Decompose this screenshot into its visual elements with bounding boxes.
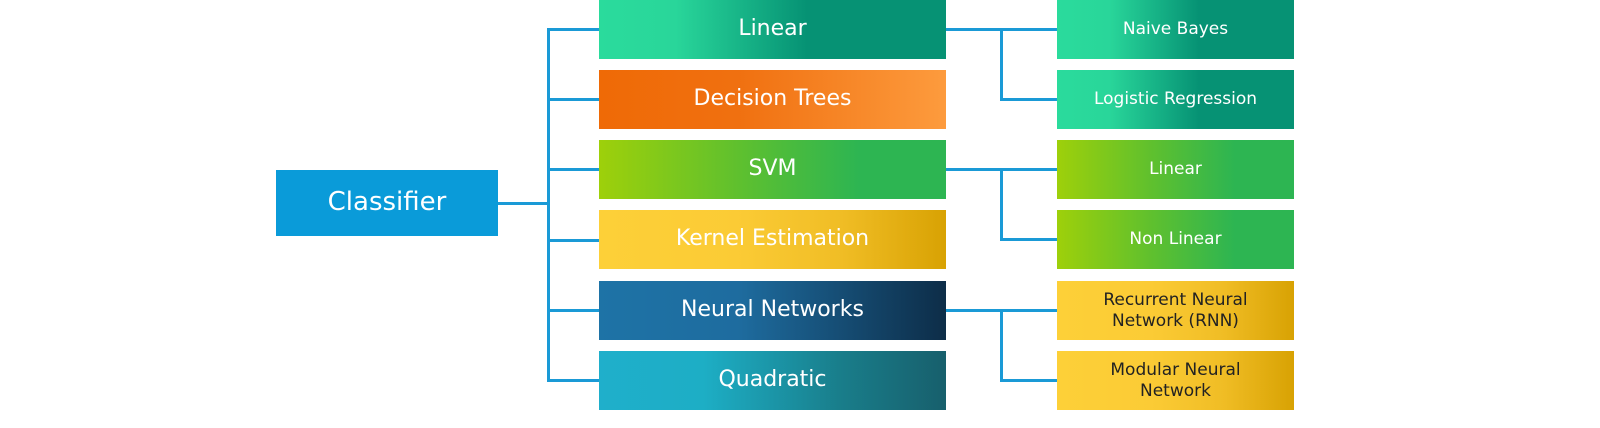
node-svm: SVM bbox=[599, 140, 946, 199]
node-decision-trees: Decision Trees bbox=[599, 70, 946, 129]
node-label: SVM bbox=[748, 156, 797, 182]
connector bbox=[498, 202, 549, 205]
node-label: Linear bbox=[738, 16, 807, 42]
connector bbox=[547, 309, 599, 312]
connector bbox=[1000, 309, 1003, 382]
connector bbox=[547, 28, 599, 31]
node-label: Recurrent Neural Network (RNN) bbox=[1103, 290, 1248, 331]
connector bbox=[547, 98, 599, 101]
node-label: Classifier bbox=[327, 187, 447, 218]
node-linear: Linear bbox=[599, 0, 946, 59]
connector bbox=[547, 239, 599, 242]
node-naive-bayes: Naive Bayes bbox=[1057, 0, 1294, 59]
connector bbox=[1000, 168, 1003, 241]
connector bbox=[547, 168, 599, 171]
connector bbox=[1000, 28, 1003, 101]
node-label: Kernel Estimation bbox=[675, 226, 870, 252]
connector bbox=[1000, 98, 1057, 101]
node-label: Naive Bayes bbox=[1122, 19, 1229, 40]
connector bbox=[1000, 238, 1057, 241]
node-label: Decision Trees bbox=[693, 86, 852, 112]
connector bbox=[547, 28, 550, 382]
node-modular-neural-network: Modular Neural Network bbox=[1057, 351, 1294, 410]
node-rnn: Recurrent Neural Network (RNN) bbox=[1057, 281, 1294, 340]
node-label: Quadratic bbox=[718, 367, 827, 393]
node-label: Logistic Regression bbox=[1093, 89, 1258, 110]
node-kernel-estimation: Kernel Estimation bbox=[599, 210, 946, 269]
node-svm-non-linear: Non Linear bbox=[1057, 210, 1294, 269]
connector bbox=[547, 379, 599, 382]
node-label: Non Linear bbox=[1129, 229, 1222, 250]
node-label: Neural Networks bbox=[681, 297, 864, 323]
node-label: Linear bbox=[1149, 159, 1202, 180]
node-logistic-regression: Logistic Regression bbox=[1057, 70, 1294, 129]
node-neural-networks: Neural Networks bbox=[599, 281, 946, 340]
node-label: Modular Neural Network bbox=[1110, 360, 1241, 401]
connector bbox=[1000, 379, 1057, 382]
node-svm-linear: Linear bbox=[1057, 140, 1294, 199]
root-node-classifier: Classifier bbox=[276, 170, 498, 236]
node-quadratic: Quadratic bbox=[599, 351, 946, 410]
